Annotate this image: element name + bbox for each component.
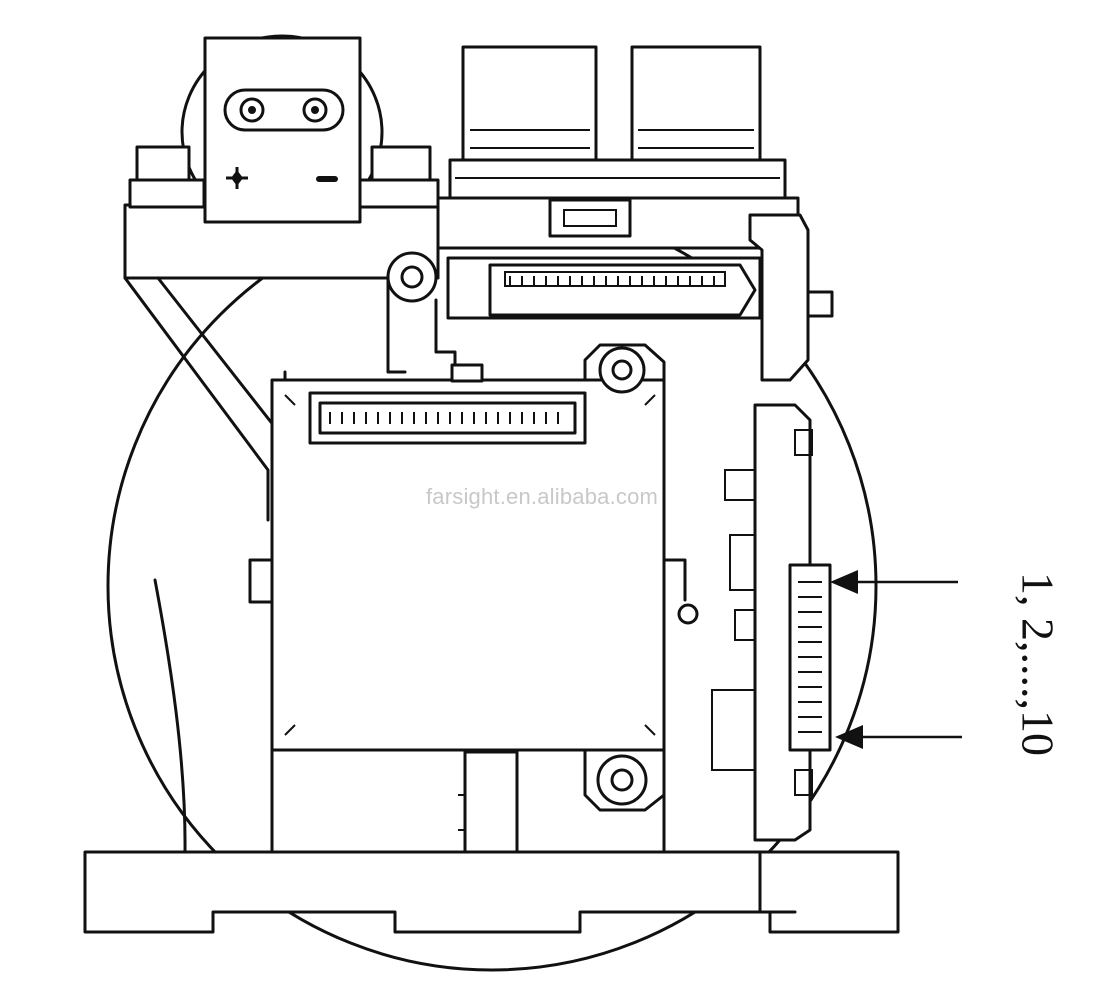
side-connector-pins [798,581,822,733]
pin1-arrow [830,570,958,594]
diagonal-strut [123,276,287,522]
main-board-bracket [583,343,666,382]
main-connector-pins [329,412,559,424]
main-board-right-hook [662,558,687,602]
clip-base-left [128,178,206,209]
lower-frame [270,748,666,854]
main-board-left-tab [248,558,274,604]
main-board-top-tab [450,363,484,383]
side-curve [153,578,187,854]
crosshair-mark [226,167,248,189]
side-pcb-components [711,429,813,796]
base-platform [83,850,900,934]
center-plug [548,198,632,238]
pin10-arrow [835,725,962,749]
right-bracket-tab [806,290,834,318]
lower-stem [463,750,519,854]
minus-mark [316,176,338,182]
pin-number-label-text: 1, 2,....,10 [1012,572,1064,756]
camera-module-left [461,45,598,167]
watermark-text: farsight.en.alibaba.com [426,484,659,509]
upper-connector-pins [504,271,726,287]
right-bracket [748,213,810,382]
clip-base-right [356,178,440,209]
